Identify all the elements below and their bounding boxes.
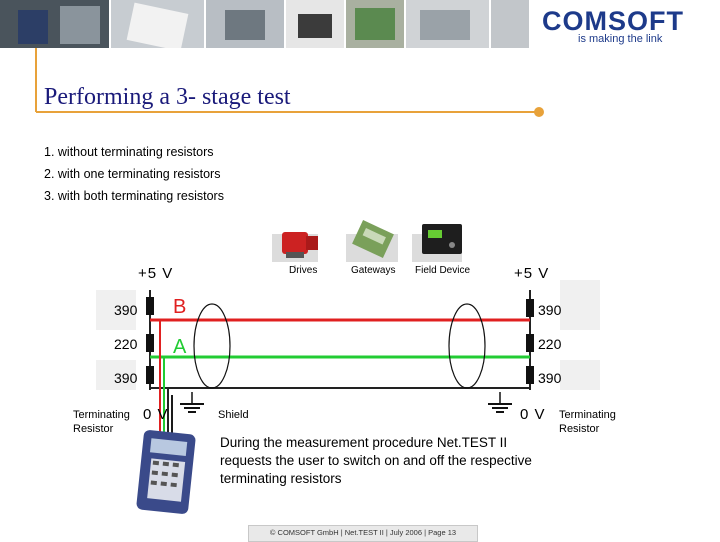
right-resistor-value-bottom: 390 (538, 370, 561, 386)
shield-ellipse-right (449, 304, 485, 388)
shield-label: Shield (218, 409, 249, 421)
left-resistor-value-mid: 220 (114, 336, 137, 352)
label-field-device: Field Device (415, 265, 470, 276)
ground-right-label: 0 V (520, 406, 546, 423)
right-equipment-bg-2 (560, 360, 600, 390)
line-a-label: A (173, 336, 186, 359)
ground-icon (180, 392, 204, 412)
line-b-label: B (173, 296, 186, 319)
left-resistor-value-bottom: 390 (114, 370, 137, 386)
terminating-resistor-left-label: Terminating Resistor (73, 408, 143, 436)
right-resistor-390-top (526, 299, 534, 317)
handheld-tester-icon (136, 430, 196, 515)
footer-bar: © COMSOFT GmbH | Net.TEST II | July 2006… (248, 525, 478, 542)
supply-left-label: +5 V (138, 265, 173, 282)
shield-ellipse-left (194, 304, 230, 388)
field-device-icon (412, 224, 462, 262)
ground-icon-right (488, 392, 512, 412)
right-resistor-value-top: 390 (538, 302, 561, 318)
right-resistor-value-mid: 220 (538, 336, 561, 352)
label-gateways: Gateways (351, 265, 395, 276)
label-drives: Drives (289, 265, 317, 276)
supply-right-label: +5 V (514, 265, 549, 282)
left-resistor-220 (146, 334, 154, 352)
ground-left-label: 0 V (143, 406, 169, 423)
left-resistor-value-top: 390 (114, 302, 137, 318)
gateway-module-icon (346, 220, 398, 262)
terminating-resistor-right-label: Terminating Resistor (559, 408, 629, 436)
measurement-note: During the measurement procedure Net.TES… (220, 434, 550, 488)
left-resistor-390-top (146, 297, 154, 315)
right-resistor-220 (526, 334, 534, 352)
left-resistor-390-bottom (146, 366, 154, 384)
drive-motor-icon (272, 232, 318, 262)
right-resistor-390-bottom (526, 366, 534, 384)
right-equipment-bg (560, 280, 600, 330)
